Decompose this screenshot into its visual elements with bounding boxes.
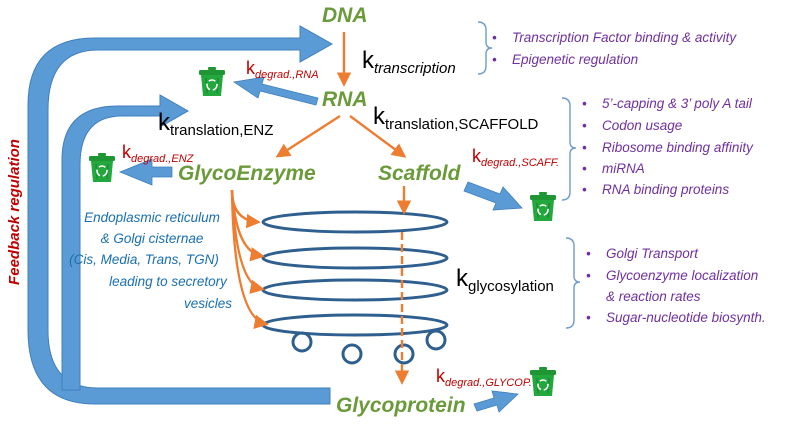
feedback-arrow-to-dna [27,25,334,405]
golgi-description-line: leading to secretory [109,274,228,289]
glycosylation-factor-item: •Sugar-nucleotide biosynth. [586,310,766,325]
recycle-bin-icon [198,66,226,97]
recycle-bin-icon [529,191,557,222]
node-dna: DNA [322,4,368,27]
golgi-description: Endoplasmic reticulum & Golgi cisternae … [69,210,232,311]
rate-translation-enz: ktranslation,ENZ [158,109,273,139]
golgi-description-line: (Cis, Media, Trans, TGN) [69,252,219,267]
recycle-bin-icon [88,152,116,183]
feedback-regulation-label: Feedback regulation [6,139,23,285]
node-scaffold: Scaffold [378,162,462,185]
degradation-arrow-scaff [463,181,523,211]
degradation-rate-enz: kdegrad.,ENZ [122,142,195,165]
glycosylation-factors: •Golgi Transport •Glycoenzyme localizati… [586,246,766,325]
golgi-description-line: vesicles [184,296,232,311]
translation-factor-item: •miRNA [582,161,645,176]
glycosylation-factor-item: & reaction rates [606,289,701,304]
degradation-arrow-rna [232,76,319,106]
rate-glycosylation: kglycosylation [456,265,554,295]
degradation-arrows [118,76,523,413]
translation-factor-item: •5’-capping & 3’ poly A tail [582,96,753,111]
recycle-bin-icon [529,366,557,397]
golgi-stack [261,210,449,365]
golgi-description-line: Endoplasmic reticulum [84,210,220,225]
transcription-factor-item: •Epigenetic regulation [492,52,638,67]
golgi-cisterna [261,278,449,302]
node-glycoprotein: Glycoprotein [336,394,466,417]
arrow-enzyme-to-cisterna [230,189,265,294]
arrow-enzyme-to-cisterna [230,189,269,329]
node-rna: RNA [322,88,368,111]
feedback-arrow-to-rna [61,94,190,391]
flow-arrows [230,32,412,385]
brace-translation [561,97,577,201]
degradation-arrow-glycop [473,390,519,413]
transcription-factor-item: •Transcription Factor binding & activity [492,30,737,45]
translation-factors: •5’-capping & 3’ poly A tail •Codon usag… [582,96,754,197]
golgi-cisterna [261,313,449,337]
degradation-rate-rna: kdegrad.,RNA [246,58,319,81]
translation-factor-item: •RNA binding proteins [582,182,729,197]
secretory-vesicle [291,331,313,353]
rate-transcription: ktranscription [362,47,456,77]
brace-glycosylation [565,237,581,329]
secretory-vesicle [425,329,447,351]
degradation-rate-scaff: kdegrad.,SCAFF. [472,146,559,169]
golgi-cisterna [261,210,449,234]
translation-factor-item: •Codon usage [582,118,682,133]
glycosylation-factor-item: •Glycoenzyme localization [586,268,758,283]
translation-factor-item: •Ribosome binding affinity [582,140,754,155]
glycosylation-factor-item: •Golgi Transport [586,246,699,261]
feedback-arrows [27,25,334,405]
rate-translation-scaffold: ktranslation,SCAFFOLD [373,103,539,133]
arrow-rna-scaffold [349,115,407,158]
brace-transcription [477,21,493,75]
node-glycoenzyme: GlycoEnzyme [178,162,316,185]
secretory-vesicle [393,343,415,365]
golgi-cisterna [261,246,449,270]
degradation-arrow-enz [118,158,173,186]
secretory-vesicle [341,343,363,365]
golgi-description-line: & Golgi cisternae [101,231,204,246]
arrow-rna-glycoenzyme [275,114,341,158]
degradation-rate-glycop: kdegrad.,GLYCOP. [436,366,532,389]
transcription-factors: •Transcription Factor binding & activity… [492,30,737,67]
